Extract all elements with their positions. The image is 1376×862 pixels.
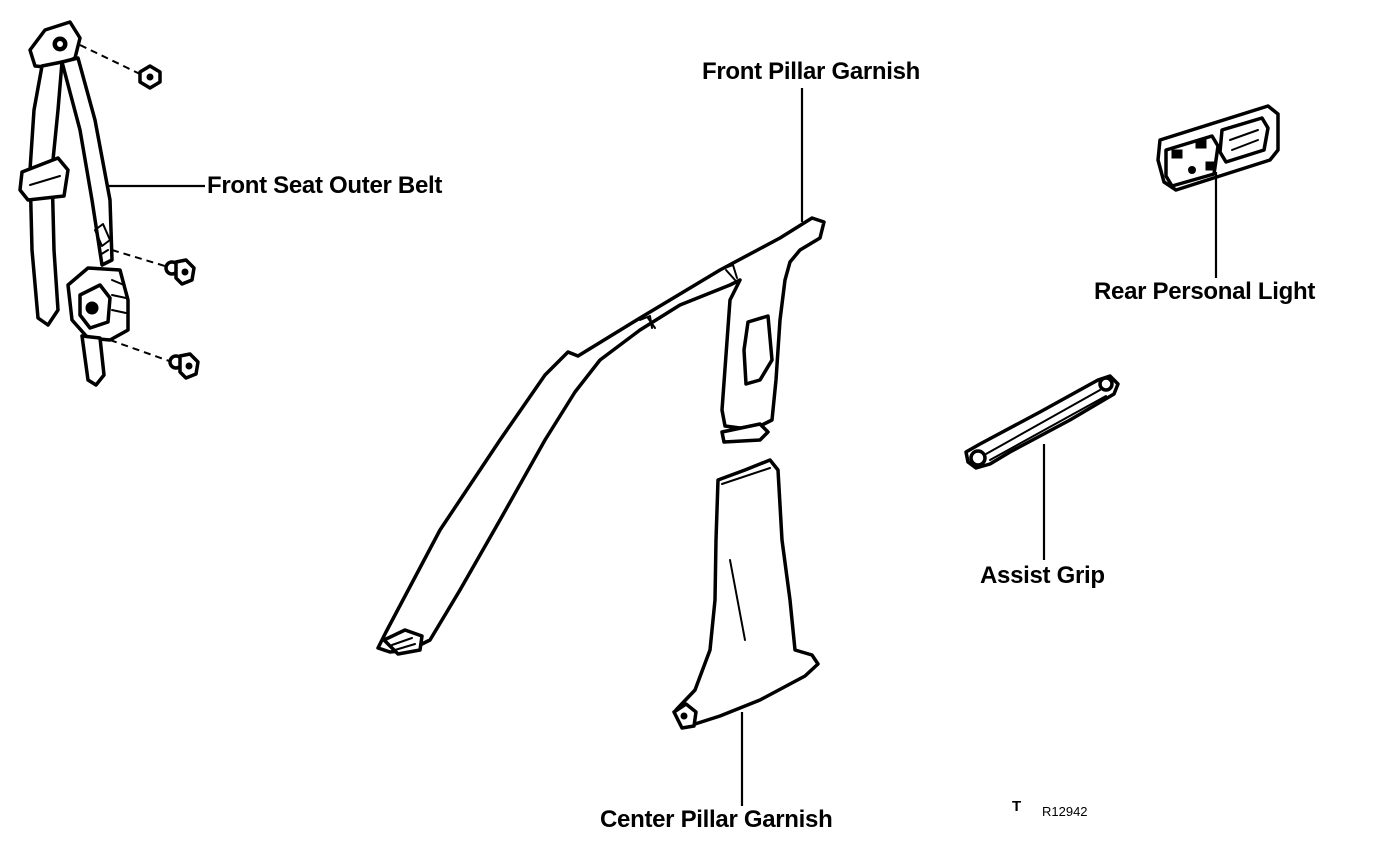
bolt-icon <box>138 64 162 90</box>
front-seat-outer-belt <box>18 20 205 387</box>
center-pillar-garnish <box>672 458 820 806</box>
footer-mark: T <box>1012 798 1022 815</box>
rear-personal-light-label: Rear Personal Light <box>1094 278 1316 305</box>
reference-code: R12942 <box>1042 804 1088 819</box>
assist-grip-label: Assist Grip <box>980 562 1105 589</box>
front-pillar-garnish <box>376 88 826 656</box>
assist-grip <box>964 374 1120 560</box>
front-seat-outer-belt-label: Front Seat Outer Belt <box>207 172 443 199</box>
rear-personal-light <box>1156 104 1280 278</box>
bolt-icon <box>164 258 196 286</box>
bolt-icon <box>168 352 200 380</box>
front-pillar-garnish-label: Front Pillar Garnish <box>702 58 921 85</box>
center-pillar-garnish-label: Center Pillar Garnish <box>600 806 833 833</box>
